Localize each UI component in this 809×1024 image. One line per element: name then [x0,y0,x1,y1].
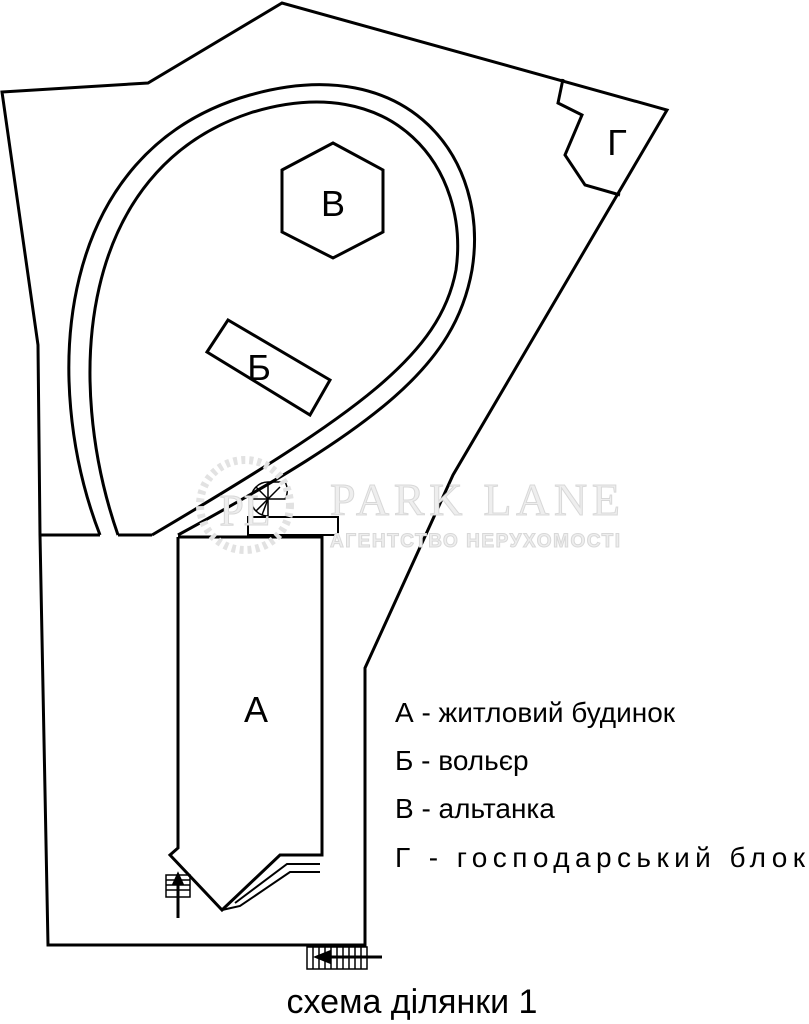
legend-item: В - альтанка [395,793,555,824]
watermark: PL PARK LANE АГЕНТСТВО НЕРУХОМОСТІ [196,456,621,554]
house-a [167,535,324,913]
watermark-brand: PARK LANE [330,474,620,525]
enclosure-b [204,317,333,418]
terrace [247,516,339,536]
gazebo-v [280,141,385,260]
path-inner [88,100,460,537]
outbuilding-g-outline [556,78,621,197]
caption: схема ділянки 1 [287,983,538,1021]
spiral-stair-icon [250,481,289,517]
watermark-subtitle: АГЕНТСТВО НЕРУХОМОСТІ [330,531,620,552]
legend-item: А - житловий будинок [395,697,676,728]
plot-boundary [0,1,670,947]
house-a-terrace-line [234,863,320,904]
gate-stairs-icon [306,946,382,970]
path-outer [67,83,476,537]
label-a: А [244,689,268,730]
label-g: Г [607,122,627,163]
label-b: Б [247,347,271,388]
legend-item: Г - господарський блок [395,842,806,873]
entrance-stairs-icon [165,871,191,918]
legend-item: Б - вольєр [395,745,529,776]
label-v: В [321,183,345,224]
legend: А - житловий будинок Б - вольєр В - альт… [395,697,806,873]
watermark-logo: PL [219,486,270,535]
house-a-terrace-line [221,871,320,911]
